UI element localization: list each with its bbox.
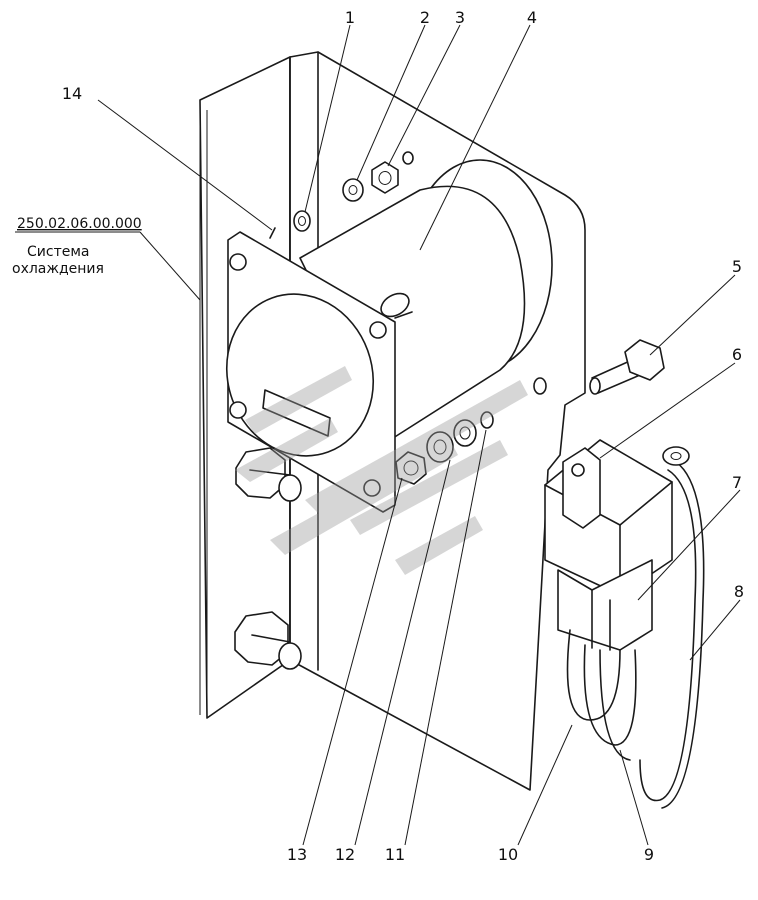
title-block: 250.02.06.00.000 Система охлаждения bbox=[12, 216, 142, 277]
callout-4: 4 bbox=[527, 8, 537, 27]
callout-9: 9 bbox=[644, 845, 654, 864]
washer-1 bbox=[293, 210, 311, 232]
callout-6: 6 bbox=[732, 345, 742, 364]
washer-2 bbox=[342, 178, 364, 202]
nut-assembly-upper bbox=[235, 447, 302, 502]
callout-11: 11 bbox=[385, 845, 405, 864]
bolt-5 bbox=[589, 339, 665, 395]
watermark-logo bbox=[235, 366, 528, 575]
callout-14: 14 bbox=[62, 84, 82, 103]
assembly-name-line2: охлаждения bbox=[12, 261, 104, 277]
assembly-code: 250.02.06.00.000 bbox=[17, 216, 142, 232]
washer-12b bbox=[426, 431, 454, 463]
nut-13 bbox=[395, 451, 427, 485]
washer-11 bbox=[480, 411, 494, 429]
indicator-body bbox=[225, 159, 553, 513]
callout-7: 7 bbox=[732, 473, 742, 492]
callout-3: 3 bbox=[455, 8, 465, 27]
relay bbox=[544, 439, 705, 809]
callout-13: 13 bbox=[287, 845, 307, 864]
assembly-name-line1: Система bbox=[27, 244, 89, 260]
washer-12 bbox=[453, 419, 477, 447]
callout-8: 8 bbox=[734, 582, 744, 601]
callout-12: 12 bbox=[335, 845, 355, 864]
callout-10: 10 bbox=[498, 845, 518, 864]
callout-5: 5 bbox=[732, 257, 742, 276]
nut-3 bbox=[371, 161, 399, 194]
nut-assembly-lower bbox=[234, 611, 302, 670]
callout-numbers: 1 2 3 4 5 6 7 8 9 10 11 12 13 14 bbox=[62, 8, 744, 864]
callout-1: 1 bbox=[345, 8, 355, 27]
leader-lines bbox=[15, 24, 741, 846]
callout-2: 2 bbox=[420, 8, 430, 27]
